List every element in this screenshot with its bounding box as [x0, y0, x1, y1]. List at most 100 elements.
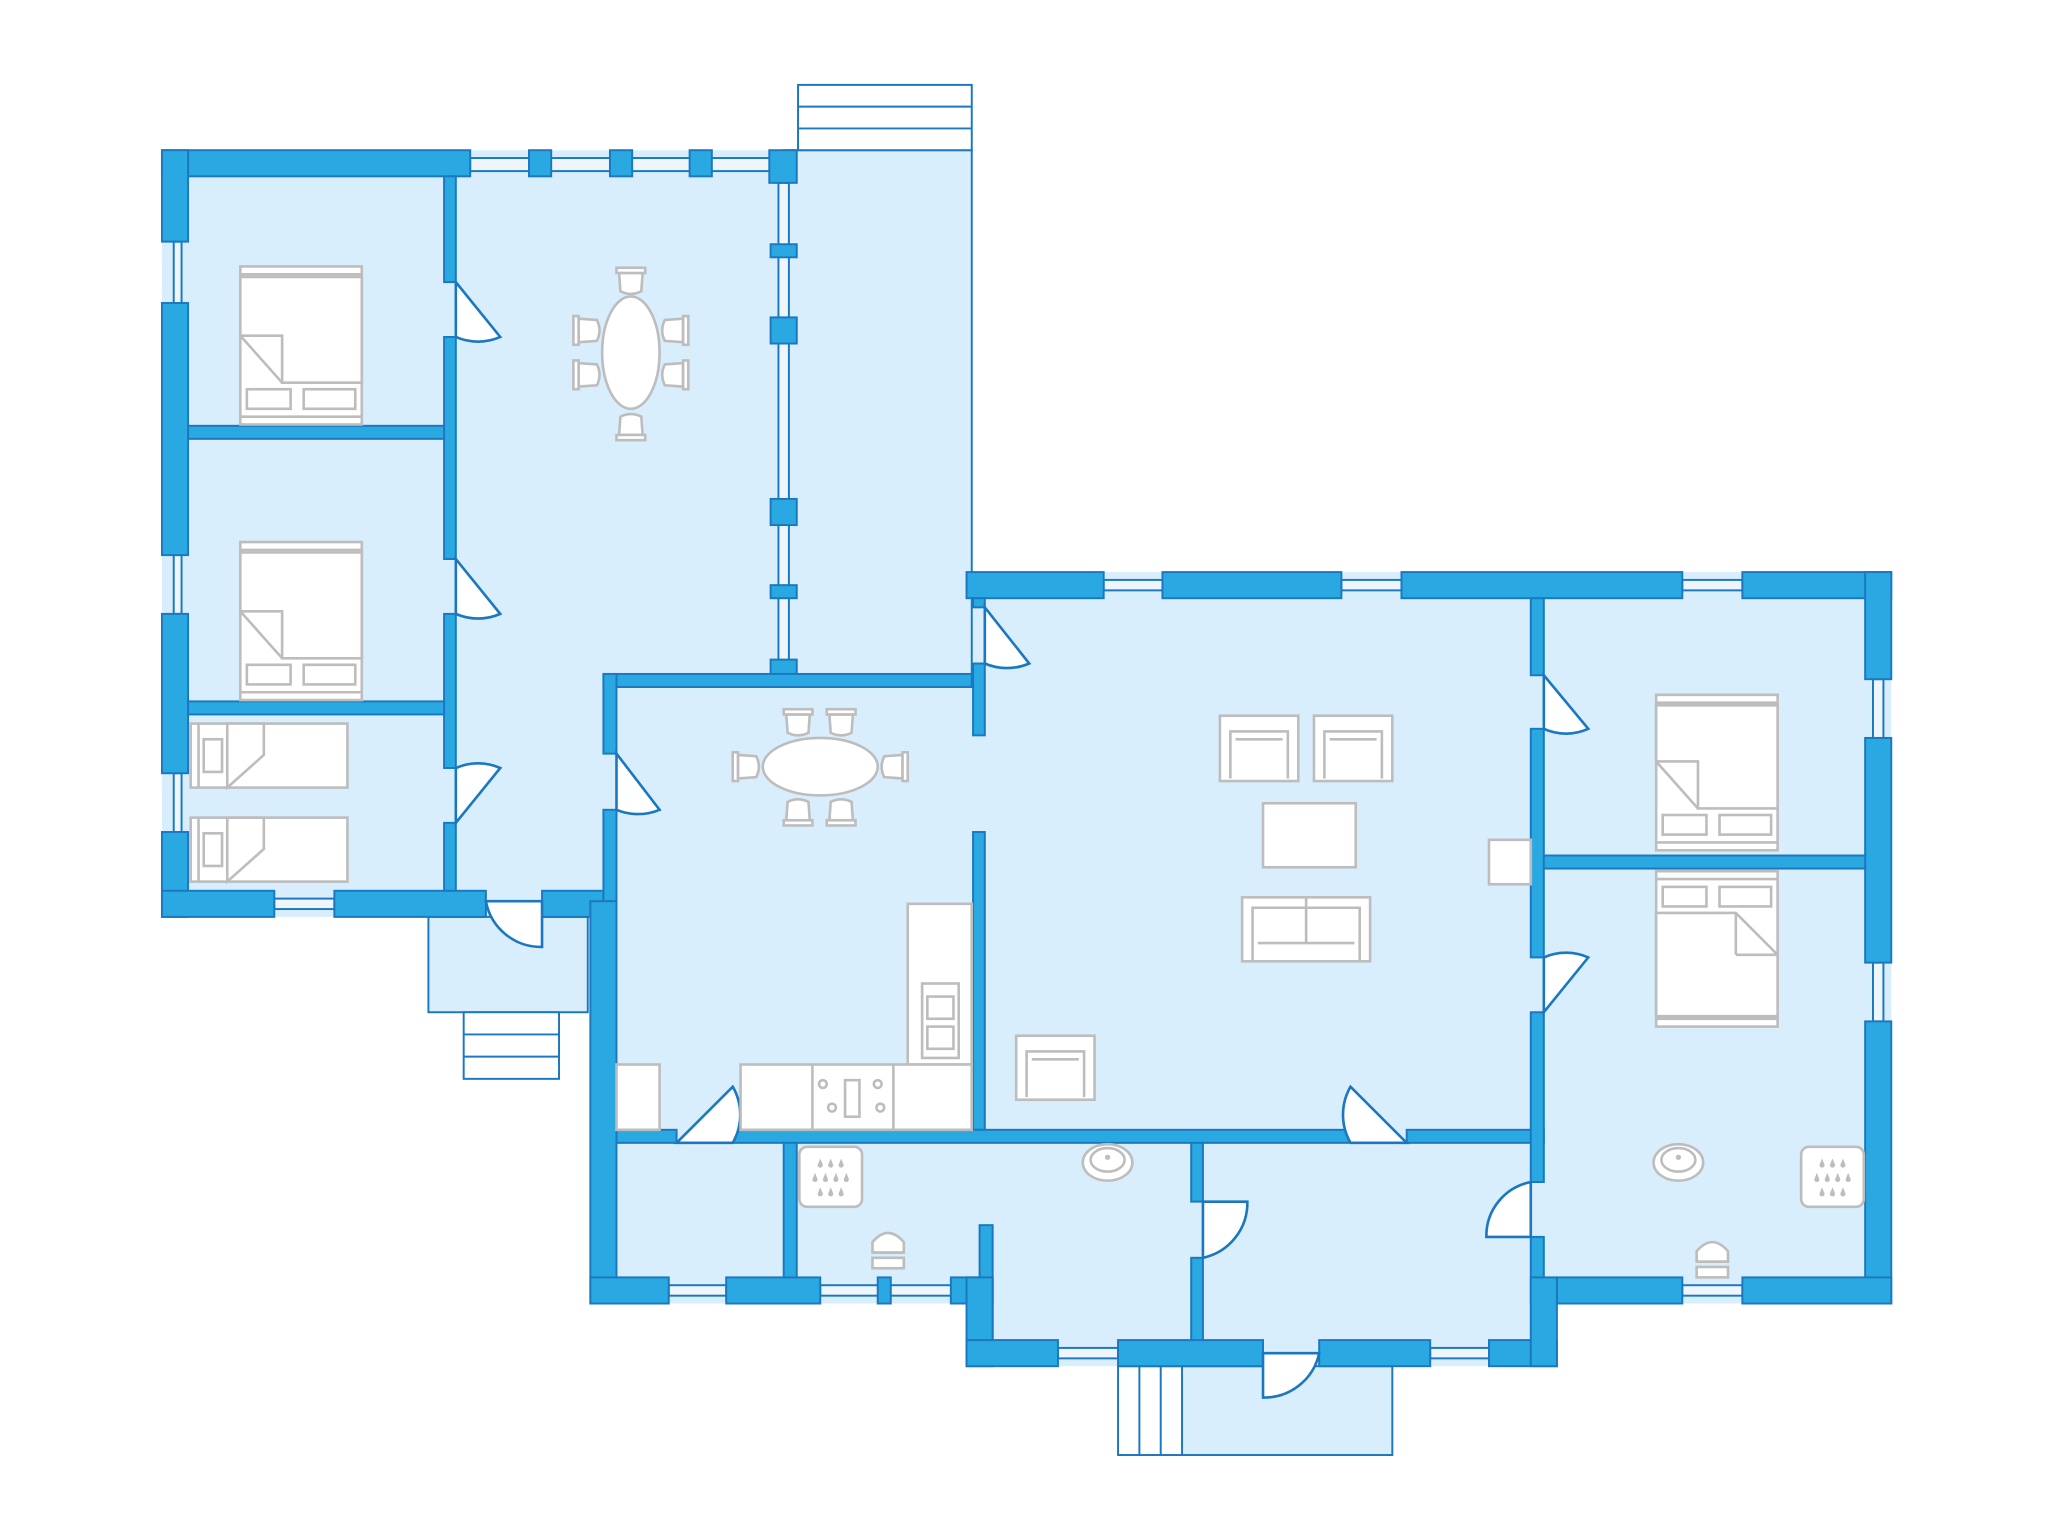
chair-seat: [660, 361, 685, 389]
wall: [602, 672, 618, 755]
chair: [825, 707, 857, 737]
chair-back: [615, 433, 647, 442]
wall: [160, 149, 190, 243]
door-bedroom-3: [454, 762, 503, 827]
wall: [731, 1128, 1352, 1144]
faucet-icon: [1104, 1154, 1111, 1160]
door-bathroom-2: [1485, 1180, 1533, 1239]
stove-burner-icon: [817, 1078, 829, 1090]
dining-table-1: [600, 295, 661, 411]
chair-back: [615, 266, 647, 275]
blanket: [239, 551, 364, 660]
chair-seat: [736, 753, 761, 780]
wall: [602, 672, 973, 688]
fridge: [615, 1063, 661, 1132]
chair: [880, 751, 910, 783]
wall: [1555, 1276, 1684, 1305]
blanket: [225, 722, 266, 791]
wall: [443, 821, 457, 892]
wall: [1400, 571, 1684, 600]
wall: [688, 149, 713, 178]
toilet-2: [1695, 1240, 1730, 1264]
wall: [769, 243, 798, 259]
wall: [972, 662, 986, 737]
door-bedroom-2: [454, 555, 503, 620]
chair-seat: [577, 361, 601, 389]
pillow-icon: [1661, 885, 1708, 908]
water-drop-icon: [1840, 1187, 1846, 1197]
chair: [572, 314, 601, 347]
wall: [187, 424, 446, 440]
window: [273, 897, 336, 911]
coffee-table: [1261, 801, 1358, 869]
wall: [1190, 1141, 1204, 1203]
pillow-icon: [1718, 885, 1773, 908]
wall: [769, 584, 798, 600]
wall: [160, 149, 472, 178]
wall: [608, 149, 634, 178]
wall: [160, 612, 190, 775]
wall: [965, 571, 1105, 600]
chair-seat: [784, 713, 812, 737]
pillow-icon: [302, 663, 357, 686]
wall: [782, 1141, 798, 1279]
wall: [1529, 1276, 1558, 1368]
blanket-fold: [239, 610, 284, 660]
stove-panel: [843, 1078, 861, 1119]
wall: [769, 316, 798, 345]
toilet-1: [871, 1231, 906, 1254]
door-bathroom-1: [1201, 1200, 1249, 1260]
sink-basin: [926, 995, 955, 1021]
sink-basin: [926, 1025, 955, 1051]
window: [1429, 1346, 1490, 1360]
toilet-1-tank: [871, 1256, 906, 1270]
washbasin-2-bowl: [1660, 1146, 1697, 1173]
chair-seat: [577, 317, 601, 344]
armchair-2-arms: [1323, 730, 1384, 779]
pillow-icon: [202, 832, 224, 868]
chair: [660, 359, 690, 391]
chair-back: [572, 314, 580, 347]
chair: [572, 359, 601, 391]
window: [1340, 578, 1403, 592]
wall: [1161, 571, 1343, 600]
chair-back: [572, 359, 580, 391]
wall: [1864, 736, 1893, 964]
wall: [160, 889, 276, 918]
door-bedroom-4: [1542, 671, 1591, 735]
water-drop-icon: [1829, 1187, 1836, 1197]
window: [1681, 1284, 1744, 1297]
wall: [160, 302, 190, 557]
wall: [1542, 854, 1867, 870]
chair: [782, 798, 814, 827]
chair-back: [681, 359, 690, 391]
blanket: [1654, 704, 1779, 810]
window: [1102, 578, 1164, 592]
wall: [333, 889, 487, 918]
chair: [615, 266, 647, 296]
window: [1872, 961, 1885, 1023]
window: [667, 1284, 728, 1297]
armchair-3-arms: [1025, 1050, 1086, 1098]
shower-2: [1799, 1145, 1866, 1209]
wall: [769, 497, 798, 527]
wall: [443, 175, 457, 284]
pillow-icon: [202, 737, 224, 774]
chair-seat: [617, 271, 645, 296]
blanket-fold: [239, 334, 284, 384]
wall: [1529, 597, 1545, 677]
chair-seat: [660, 317, 685, 344]
door-hall: [1341, 1084, 1410, 1145]
chair-seat: [880, 753, 904, 780]
blanket: [239, 275, 364, 384]
wall: [768, 149, 798, 184]
window: [1681, 578, 1744, 592]
window: [172, 240, 183, 304]
stove-burner-icon: [875, 1102, 886, 1113]
water-drop-icon: [1824, 1172, 1830, 1183]
steps-south: [1117, 1365, 1184, 1456]
water-drop-icon: [817, 1187, 823, 1197]
water-drop-icon: [1819, 1187, 1825, 1197]
chair: [660, 314, 690, 347]
